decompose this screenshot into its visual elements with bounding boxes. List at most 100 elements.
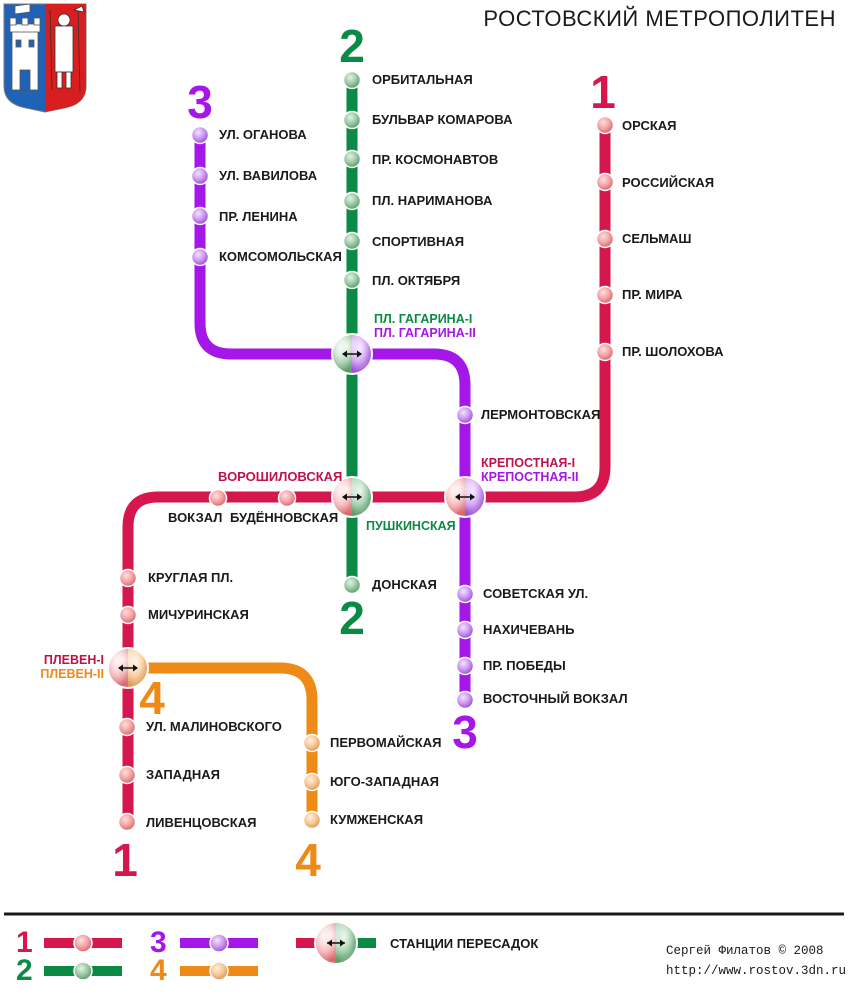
station-label-pr-kosmonavtov: ПР. КОСМОНАВТОВ (372, 152, 498, 167)
station-label-vostochny: ВОСТОЧНЫЙ ВОКЗАЛ (483, 691, 628, 706)
station-label-budyonnovskaya: БУДЁННОВСКАЯ (230, 510, 338, 525)
station-label-ul-oganova: УЛ. ОГАНОВА (219, 127, 307, 142)
station-label-pr-sholokhova: ПР. ШОЛОХОВА (622, 344, 724, 359)
line-numbers: 2 2 3 3 1 1 4 4 (112, 20, 616, 886)
legend-line-4-number: 4 (150, 954, 167, 987)
transfer-label-gagarina-2: ПЛ. ГАГАРИНА-II (374, 326, 476, 340)
station-dot-michurinskaya (118, 605, 138, 625)
station-dot-pr-sholokhova (595, 342, 615, 362)
station-dot-pr-pobedy (455, 656, 475, 676)
station-label-nakhichevan: НАХИЧЕВАНЬ (483, 622, 574, 637)
station-label-pl-oktyabrya: ПЛ. ОКТЯБРЯ (372, 273, 460, 288)
transfer-station-pleven (107, 647, 149, 689)
station-dot-rossiyskaya (595, 172, 615, 192)
legend-transfer-station (314, 921, 358, 965)
station-dot-ul-oganova (190, 125, 210, 145)
transfer-station-krepostnaya (444, 476, 486, 518)
double-arrow-icon (455, 493, 475, 501)
double-arrow-icon (342, 493, 362, 501)
station-dot-pl-oktyabrya (342, 270, 362, 290)
transfer-layer (107, 333, 486, 689)
station-dot-pr-lenina (190, 206, 210, 226)
station-dot-nakhichevan (455, 620, 475, 640)
transfer-label-gagarina-1: ПЛ. ГАГАРИНА-I (374, 312, 472, 326)
station-dot-komsomolskaya (190, 247, 210, 267)
coat-of-arms-emblem (3, 3, 87, 113)
line-2-number-top: 2 (339, 20, 365, 72)
double-arrow-icon (342, 350, 362, 358)
station-label-vokzal: ВОКЗАЛ (168, 510, 222, 525)
station-dot-yugo-zapadnaya (302, 772, 322, 792)
legend: 1 2 3 4 СТАНЦИИ ПЕРЕСАДОК Сергей Филатов… (16, 921, 846, 987)
station-label-pr-lenina: ПР. ЛЕНИНА (219, 209, 298, 224)
transfer-label-krepostnaya-1: КРЕПОСТНАЯ-I (481, 456, 575, 470)
legend-line-2-station (73, 961, 93, 981)
credit-author: Сергей Филатов © 2008 (666, 944, 824, 958)
legend-line-3-number: 3 (150, 926, 167, 959)
line-3-number-top: 3 (187, 76, 213, 128)
station-dot-budyonnovskaya (277, 488, 297, 508)
station-label-pr-mira: ПР. МИРА (622, 287, 683, 302)
station-dot-selmash (595, 229, 615, 249)
transfer-labels: ПЛ. ГАГАРИНА-I ПЛ. ГАГАРИНА-II КРЕПОСТНА… (40, 312, 578, 681)
station-dot-kumzhenskaya (302, 810, 322, 830)
station-dot-vostochny (455, 690, 475, 710)
station-dot-kruglaya (118, 568, 138, 588)
station-label-rossiyskaya: РОССИЙСКАЯ (622, 175, 714, 190)
station-label-orskaya: ОРСКАЯ (622, 118, 677, 133)
station-dot-sovetskaya (455, 584, 475, 604)
station-labels: ОРБИТАЛЬНАЯ БУЛЬВАР КОМАРОВА ПР. КОСМОНА… (146, 72, 724, 830)
station-label-pervomayskaya: ПЕРВОМАЙСКАЯ (330, 735, 441, 750)
station-label-kumzhenskaya: КУМЖЕНСКАЯ (330, 812, 423, 827)
line-1-number-top: 1 (590, 66, 616, 118)
station-label-zapadnaya: ЗАПАДНАЯ (146, 767, 220, 782)
stations-layer (117, 70, 615, 832)
station-dot-ul-malinovskogo (117, 717, 137, 737)
station-label-kruglaya: КРУГЛАЯ ПЛ. (148, 570, 233, 585)
credit-url: http://www.rostov.3dn.ru (666, 964, 846, 978)
station-dot-pervomayskaya (302, 733, 322, 753)
station-dot-pl-narimanova (342, 191, 362, 211)
station-label-ul-vavilova: УЛ. ВАВИЛОВА (219, 168, 318, 183)
station-dot-orskaya (595, 115, 615, 135)
station-dot-lermontovskaya (455, 405, 475, 425)
station-label-lermontovskaya: ЛЕРМОНТОВСКАЯ (481, 407, 600, 422)
transfer-station-pushkinskaya (331, 476, 373, 518)
station-label-pl-narimanova: ПЛ. НАРИМАНОВА (372, 193, 493, 208)
station-label-sportivnaya: СПОРТИВНАЯ (372, 234, 464, 249)
station-label-orbitalnaya: ОРБИТАЛЬНАЯ (372, 72, 473, 87)
station-dot-liventsovskaya (117, 812, 137, 832)
line-4-number-start: 4 (139, 672, 165, 724)
line-3-number-bottom: 3 (452, 706, 478, 758)
legend-line-2-number: 2 (16, 954, 33, 987)
transfer-label-pleven-1: ПЛЕВЕН-I (44, 653, 104, 667)
line-2-number-bottom: 2 (339, 592, 365, 644)
station-dot-vokzal (208, 488, 228, 508)
station-dot-pr-mira (595, 285, 615, 305)
station-label-michurinskaya: МИЧУРИНСКАЯ (148, 607, 249, 622)
station-label-komsomolskaya: КОМСОМОЛЬСКАЯ (219, 249, 342, 264)
station-dot-pr-kosmonavtov (342, 149, 362, 169)
legend-line-1-station (73, 933, 93, 953)
station-label-ul-malinovskogo: УЛ. МАЛИНОВСКОГО (146, 719, 282, 734)
legend-line-1-number: 1 (16, 926, 33, 959)
station-label-sovetskaya: СОВЕТСКАЯ УЛ. (483, 586, 588, 601)
transfer-label-pleven-2: ПЛЕВЕН-II (40, 667, 104, 681)
line-4-track (122, 662, 318, 826)
station-label-liventsovskaya: ЛИВЕНЦОВСКАЯ (146, 815, 256, 830)
line-1-number-bottom: 1 (112, 834, 138, 886)
station-dot-orbitalnaya (342, 70, 362, 90)
station-label-pr-pobedy: ПР. ПОБЕДЫ (483, 658, 566, 673)
station-label-bulvar-komarova: БУЛЬВАР КОМАРОВА (372, 112, 513, 127)
station-dot-ul-vavilova (190, 166, 210, 186)
transfer-label-krepostnaya-2: КРЕПОСТНАЯ-II (481, 470, 579, 484)
transfer-label-pushkinskaya: ПУШКИНСКАЯ (366, 519, 456, 533)
line-4-number-end: 4 (295, 834, 321, 886)
station-dot-zapadnaya (117, 765, 137, 785)
map-title: РОСТОВСКИЙ МЕТРОПОЛИТЕН (483, 6, 836, 31)
station-label-donskaya: ДОНСКАЯ (372, 577, 437, 592)
track-layer (122, 74, 611, 828)
station-dot-donskaya (342, 575, 362, 595)
station-label-voroshilovskaya: ВОРОШИЛОВСКАЯ (218, 469, 342, 484)
